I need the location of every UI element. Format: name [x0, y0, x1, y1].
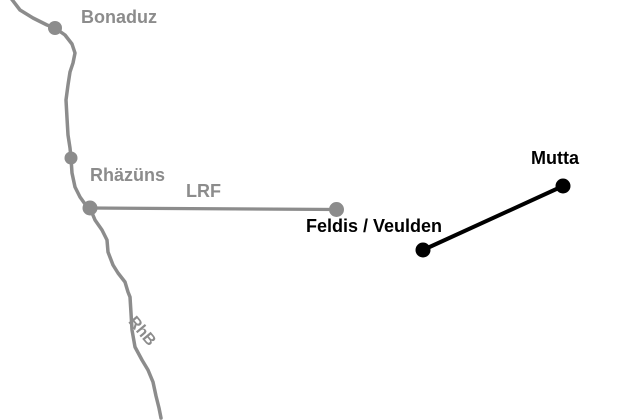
- station-label-rhazuns: Rhäzüns: [90, 165, 166, 185]
- station-label-feldis-veulden: Feldis / Veulden: [306, 216, 443, 236]
- mutta-station-dot: [555, 178, 571, 194]
- feldis-lrf-station-dot: [329, 202, 344, 217]
- station-label-mutta: Mutta: [531, 148, 579, 168]
- line-label-lrf: LRF: [186, 181, 221, 201]
- station-label-bonaduz: Bonaduz: [81, 7, 157, 27]
- rhazuns-rail-station-dot: [64, 151, 78, 165]
- feldis-mutta-line: [421, 184, 565, 252]
- lrf-cableway-line: [89, 206, 338, 212]
- rhazuns-lrf-station-dot: [82, 200, 98, 216]
- feldis-mutta-station-dot: [415, 242, 431, 258]
- bonaduz-station-dot: [48, 21, 62, 35]
